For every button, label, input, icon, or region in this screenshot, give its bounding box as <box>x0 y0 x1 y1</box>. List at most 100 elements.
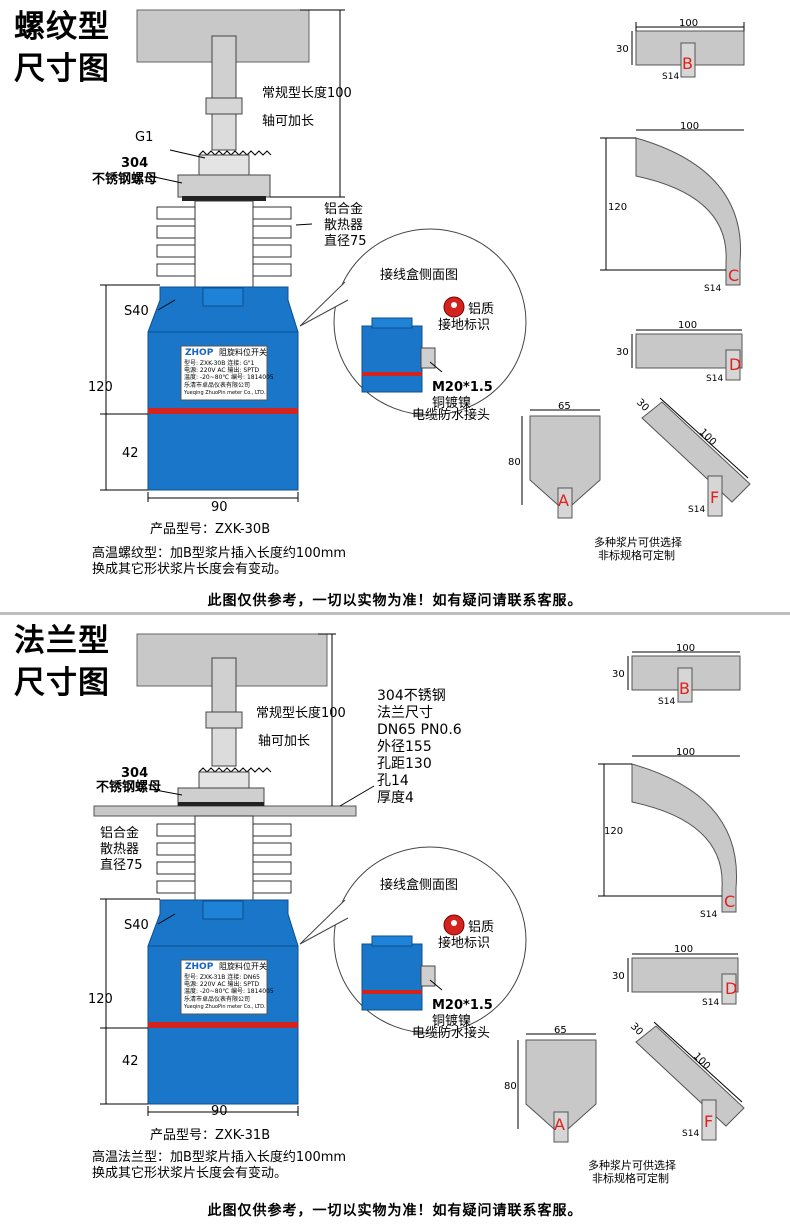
paddle-c <box>598 755 740 913</box>
nameplate-line-4: 乐清市卓品仪表有限公司 <box>184 382 251 389</box>
title-line-1: 法兰型 <box>14 623 110 659</box>
ground-label-1: 铝质 <box>468 920 495 935</box>
paddle-note-1: 多种浆片可供选择 <box>588 1159 676 1172</box>
thread <box>198 767 272 773</box>
paddle-c-height: 120 <box>608 202 628 213</box>
section-divider <box>0 612 790 615</box>
thread <box>198 150 272 156</box>
height-42-label: 42 <box>122 1054 139 1069</box>
nameplate-line-4: 乐清市卓品仪表有限公司 <box>184 996 251 1003</box>
nameplate <box>180 345 268 401</box>
flange-spec-line: 厚度4 <box>377 790 414 806</box>
thread-body <box>198 771 250 789</box>
model-label: 产品型号：ZXK-31B <box>150 1128 271 1143</box>
junction-title: 接线盒侧面图 <box>380 268 459 283</box>
dimension-lines <box>100 9 345 502</box>
nut-grade-label: 304 <box>121 766 149 781</box>
heatsink-label-2: 散热器 <box>100 842 140 857</box>
connector-label-1: M20*1.5 <box>432 380 493 395</box>
heatsink-label-1: 铝合金 <box>324 202 364 217</box>
heatsink-label-3: 直径75 <box>324 234 367 249</box>
note-line-1: 高温法兰型：加B型浆片插入长度约100mm <box>92 1150 347 1165</box>
height-120-label: 120 <box>88 992 113 1007</box>
heatsink <box>156 200 292 288</box>
nameplate-name: 阻旋料位开关 <box>219 962 267 971</box>
paddle-b-s14: S14 <box>658 697 676 707</box>
paddle-b-s14: S14 <box>662 72 680 82</box>
jbox-body <box>361 325 423 393</box>
paddle-a-letter: A <box>558 491 569 510</box>
paddle-f-s14: S14 <box>688 505 706 515</box>
paddle-c-width: 100 <box>680 121 700 132</box>
paddle-d <box>631 329 743 381</box>
paddle-d-width: 100 <box>678 320 698 331</box>
paddle-f-letter: F <box>710 488 720 507</box>
title-line-2: 尺寸图 <box>14 665 110 701</box>
nut-grade-label: 304 <box>121 156 149 171</box>
junction-box-view <box>299 846 527 1034</box>
connector-label-2: 铜镀镍 <box>432 396 472 411</box>
paddle-b-width: 100 <box>676 643 696 654</box>
hex-nut <box>177 174 271 198</box>
nameplate-brand: ZHOP <box>185 962 214 972</box>
section-title: 法兰型 尺寸图 <box>14 620 110 704</box>
nameplate-line-2: 电源: 220V AC 输出: SPTD <box>184 367 260 374</box>
thread-type-drawing <box>100 9 751 519</box>
shaft-extendable-label: 轴可加长 <box>262 114 315 129</box>
paddle-a <box>517 1033 597 1143</box>
connector-label-2: 铜镀镍 <box>432 1014 472 1029</box>
flange-spec-line: 孔14 <box>377 773 409 789</box>
thread-body <box>198 154 250 176</box>
paddle-c-s14: S14 <box>704 284 722 294</box>
nameplate-line-3: 温度: -20~80℃ 编号: 1814005 <box>184 988 274 995</box>
paddle-c <box>600 129 744 286</box>
paddle-note-1: 多种浆片可供选择 <box>594 536 682 549</box>
paddle-a-height: 80 <box>508 457 521 468</box>
shaft <box>211 657 237 715</box>
footer-note: 此图仅供参考，一切以实物为准！如有疑问请联系客服。 <box>207 1203 583 1219</box>
height-120-label: 120 <box>88 380 113 395</box>
nameplate-line-5: Yueqing ZhuoPin meter Co., LTD. <box>184 1004 266 1010</box>
title-line-1: 螺纹型 <box>14 9 110 45</box>
paddle-b-width: 100 <box>679 18 699 29</box>
connector-label-3: 电缆防水接头 <box>412 1026 491 1041</box>
shaft-lower <box>211 113 237 151</box>
note-line-1: 高温螺纹型：加B型浆片插入长度约100mm <box>92 546 347 561</box>
paddle-a-width: 65 <box>554 1025 567 1036</box>
nameplate-name: 阻旋料位开关 <box>219 348 267 357</box>
paddle-c-s14: S14 <box>700 910 718 920</box>
paddle-b-height: 30 <box>612 669 625 680</box>
heatsink-label-2: 散热器 <box>324 218 364 233</box>
paddle-note-2: 非标规格可定制 <box>592 1172 669 1185</box>
paddle-c-height: 120 <box>604 826 624 837</box>
shaft-coupling <box>205 97 243 115</box>
heatsink <box>156 815 292 901</box>
jbox-body <box>361 943 423 1011</box>
standard-length-label: 常规型长度100 <box>256 706 346 721</box>
connector-label-3: 电缆防水接头 <box>412 408 491 423</box>
nameplate-line-2: 电源: 220V AC 输出: SPTD <box>184 981 260 988</box>
flange-type-drawing <box>93 633 745 1143</box>
paddle-d-width: 100 <box>674 944 694 955</box>
nameplate-line-3: 温度: -20~80℃ 编号: 1814005 <box>184 374 274 381</box>
paddle-d <box>627 953 739 1005</box>
title-line-2: 尺寸图 <box>14 51 110 87</box>
paddle-b-height: 30 <box>616 44 629 55</box>
ground-label-1: 铝质 <box>468 302 495 317</box>
nameplate-line-5: Yueqing ZhuoPin meter Co., LTD. <box>184 390 266 396</box>
dimension-lines <box>100 633 375 1116</box>
paddle-a-width: 65 <box>558 401 571 412</box>
paddle-d-height: 30 <box>612 971 625 982</box>
height-42-label: 42 <box>122 446 139 461</box>
paddle-c-letter: C <box>724 892 736 911</box>
shaft <box>211 35 237 101</box>
paddle-f-letter: F <box>704 1112 714 1131</box>
paddle-b-letter: B <box>682 54 693 73</box>
paddle-a-height: 80 <box>504 1081 517 1092</box>
paddle-d-height: 30 <box>616 347 629 358</box>
nut-label: 不锈钢螺母 <box>96 780 162 795</box>
flange-type-section: 法兰型 尺寸图 <box>0 614 790 1228</box>
thread-g1-label: G1 <box>135 130 154 145</box>
width-90-label: 90 <box>211 1104 228 1119</box>
shaft-lower <box>211 727 237 767</box>
